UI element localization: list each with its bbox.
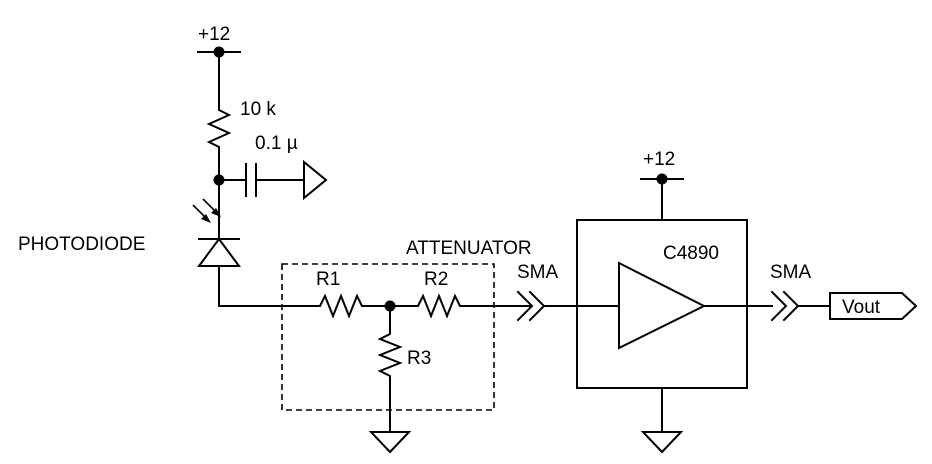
supply-label-top: +12	[198, 24, 230, 45]
r2-label: R2	[424, 269, 448, 290]
attenuator-label: ATTENUATOR	[406, 238, 532, 259]
resistor-10k-label: 10 k	[240, 99, 276, 120]
capacitor-0.1u: 0.1 µ	[213, 133, 328, 201]
sma-connector-in: SMA	[516, 262, 620, 322]
photodiode-label: PHOTODIODE	[18, 234, 145, 255]
sma-out-label: SMA	[770, 262, 812, 283]
vout-label: Vout	[842, 297, 881, 318]
attenuator: ATTENUATOR R1 R2 R3	[281, 238, 532, 454]
supply-label-amp: +12	[643, 149, 675, 170]
amplifier-label: C4890	[663, 243, 719, 264]
amplifier-module: C4890 +12	[576, 149, 773, 454]
resistor-10k: 10 k	[206, 99, 276, 181]
r1-label: R1	[316, 269, 340, 290]
photodiode: PHOTODIODE	[18, 179, 241, 307]
capacitor-label: 0.1 µ	[255, 133, 298, 154]
supply-rail-top: +12	[197, 24, 241, 104]
sma-connector-out: SMA	[770, 262, 831, 322]
vout-port: Vout	[829, 292, 918, 320]
r3-label: R3	[407, 348, 431, 369]
sma-in-label: SMA	[517, 262, 559, 283]
